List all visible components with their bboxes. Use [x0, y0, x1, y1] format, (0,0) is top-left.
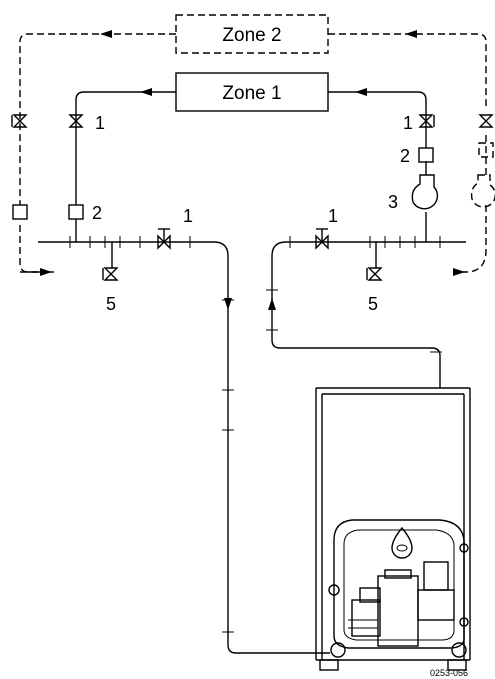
zone-2-right-device-icon	[478, 142, 494, 158]
circulator-pump-icon	[411, 174, 439, 210]
callout-valve-supply: 1	[183, 206, 193, 226]
callout-drain-left: 5	[106, 294, 116, 314]
return-header: 1 5	[266, 206, 466, 388]
supply-header: 1 5	[20, 206, 330, 654]
zone-1-arrow-right	[355, 88, 367, 96]
callout-valve-return: 1	[328, 206, 338, 226]
return-arrow-up	[268, 298, 276, 310]
zone-2-pipe	[19, 33, 487, 273]
callout-device-right: 2	[400, 146, 410, 166]
return-valve-icon	[315, 228, 329, 250]
zone-2-arrow-left	[100, 30, 112, 38]
zone-2-label: Zone 2	[222, 25, 281, 46]
callout-drain-right: 5	[368, 294, 378, 314]
zone-1-right-valve-icon	[418, 114, 435, 128]
zone-2-right-pump-icon	[470, 174, 495, 208]
callout-device-left: 2	[92, 203, 102, 223]
zone-2-right-valve-icon	[478, 114, 494, 128]
burner-assembly	[328, 519, 469, 649]
boiler	[315, 387, 471, 671]
drain-valve-right-icon	[366, 242, 383, 281]
zone-1-arrow-left	[140, 88, 152, 96]
zone-1-label: Zone 1	[222, 83, 281, 104]
sight-glass-icon	[391, 526, 413, 559]
zone-2-left-valve-icon	[11, 114, 28, 128]
callout-pump: 3	[388, 192, 398, 212]
figure-id: 0253-056	[430, 668, 468, 678]
callout-valve-right-branch: 1	[403, 113, 413, 133]
supply-arrow-down	[224, 298, 232, 310]
zone-2-arrow-right	[405, 30, 417, 38]
zone-2-loop: Zone 2	[11, 14, 495, 276]
supply-valve-icon	[157, 228, 171, 250]
zone-1-loop: Zone 1 1 2 1 2 3	[68, 72, 439, 242]
zone-1-right-device-icon	[418, 147, 434, 163]
callout-valve-left-branch: 1	[95, 113, 105, 133]
zone-2-arrow-bottom-right	[453, 268, 465, 276]
zone-1-left-valve-icon	[68, 114, 84, 128]
drain-valve-left-icon	[102, 242, 119, 281]
zone-2-left-device-icon	[12, 204, 28, 220]
zone-1-left-device-icon	[68, 204, 84, 220]
zone-1-pipe	[75, 91, 427, 242]
